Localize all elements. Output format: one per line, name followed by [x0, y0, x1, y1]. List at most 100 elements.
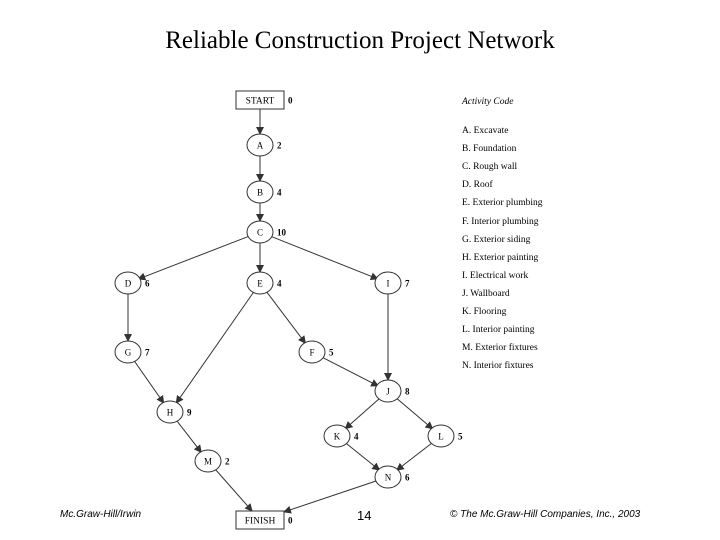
- edge-h-to-m: [176, 420, 202, 454]
- node-label: A: [257, 141, 264, 151]
- edge-f-to-j: [321, 356, 380, 387]
- node-duration: 7: [405, 279, 410, 289]
- node-label: C: [257, 228, 263, 238]
- node-duration: 5: [329, 348, 334, 358]
- node-shape: [235, 510, 285, 530]
- node-label: H: [167, 408, 174, 418]
- node-shape: [374, 271, 402, 295]
- legend-item-e: E. Exterior plumbing: [462, 198, 543, 209]
- node-duration: 4: [277, 279, 282, 289]
- node-shape: [114, 340, 142, 364]
- node-duration: 6: [145, 279, 150, 289]
- node-label: E: [257, 279, 263, 289]
- node-label: START: [246, 97, 275, 107]
- node-shape: [246, 220, 274, 244]
- edge-l-to-n: [395, 442, 433, 471]
- node-label: F: [309, 348, 314, 358]
- edge-j-to-k: [344, 397, 381, 430]
- node-duration: 4: [277, 188, 282, 198]
- legend-item-m: M. Exterior fixtures: [462, 343, 538, 354]
- node-label: L: [438, 432, 444, 442]
- node-shape: [323, 424, 351, 448]
- slide-title: Reliable Construction Project Network: [165, 27, 555, 54]
- edge-g-to-h: [133, 360, 165, 404]
- legend-item-g: G. Exterior siding: [462, 234, 531, 245]
- node-shape: [374, 379, 402, 403]
- node-duration: 9: [187, 408, 192, 418]
- node-duration: 4: [354, 432, 359, 442]
- activity-code-legend: Activity Code A. Excavate B. Foundation …: [462, 93, 542, 375]
- node-label: D: [125, 279, 132, 289]
- legend-item-c: C. Rough wall: [462, 162, 518, 173]
- node-shape: [156, 400, 184, 424]
- node-label: I: [387, 279, 390, 289]
- node-shape: [374, 465, 402, 489]
- legend-item-d: D. Roof: [462, 180, 493, 191]
- node-duration: 8: [405, 387, 410, 397]
- footer-publisher: Mc.Graw-Hill/Irwin: [60, 509, 142, 520]
- node-shape: [194, 449, 222, 473]
- edge-j-to-l: [396, 397, 434, 430]
- page-number: 14: [357, 508, 372, 523]
- node-label: FINISH: [245, 517, 276, 527]
- node-duration: 10: [277, 228, 287, 238]
- node-label: B: [257, 188, 263, 198]
- legend-item-f: F. Interior plumbing: [462, 216, 539, 227]
- node-duration: 0: [288, 516, 293, 526]
- node-duration: 0: [288, 96, 293, 106]
- node-duration: 2: [225, 457, 230, 467]
- edge-e-to-h: [175, 291, 255, 404]
- edge-e-to-f: [266, 291, 306, 345]
- legend-item-b: B. Foundation: [462, 144, 517, 155]
- network-edges: [124, 109, 434, 514]
- legend-item-a: A. Excavate: [462, 126, 509, 137]
- node-label: G: [125, 348, 132, 358]
- legend-item-h: H. Exterior painting: [462, 252, 539, 263]
- node-duration: 7: [145, 348, 150, 358]
- edge-n-to-finish: [283, 480, 378, 514]
- node-shape: [246, 133, 274, 157]
- node-start: START 0: [235, 90, 293, 110]
- node-shape: [427, 424, 455, 448]
- node-shape: [114, 271, 142, 295]
- legend-item-k: K. Flooring: [462, 307, 507, 318]
- legend-item-i: I. Electrical work: [462, 270, 529, 281]
- node-shape: [235, 90, 285, 110]
- legend-item-n: N. Interior fixtures: [462, 361, 534, 372]
- legend-item-l: L. Interior painting: [462, 325, 535, 336]
- node-shape: [298, 340, 326, 364]
- node-finish: FINISH 0: [235, 510, 293, 530]
- node-label: J: [386, 387, 390, 397]
- node-duration: 5: [458, 432, 463, 442]
- node-label: K: [334, 432, 341, 442]
- edge-k-to-n: [345, 442, 381, 471]
- node-label: N: [385, 473, 392, 483]
- node-shape: [246, 271, 274, 295]
- edge-c-to-d: [137, 235, 250, 281]
- node-shape: [246, 180, 274, 204]
- footer-copyright: © The Mc.Graw-Hill Companies, Inc., 2003: [450, 509, 641, 520]
- edge-m-to-finish: [214, 468, 253, 512]
- node-label: M: [204, 457, 212, 467]
- node-duration: 6: [405, 473, 410, 483]
- edge-c-to-i: [270, 235, 379, 281]
- node-c: C 10: [246, 220, 287, 244]
- node-duration: 2: [277, 141, 282, 151]
- legend-item-j: J. Wallboard: [462, 288, 510, 299]
- legend-title: Activity Code: [462, 97, 514, 107]
